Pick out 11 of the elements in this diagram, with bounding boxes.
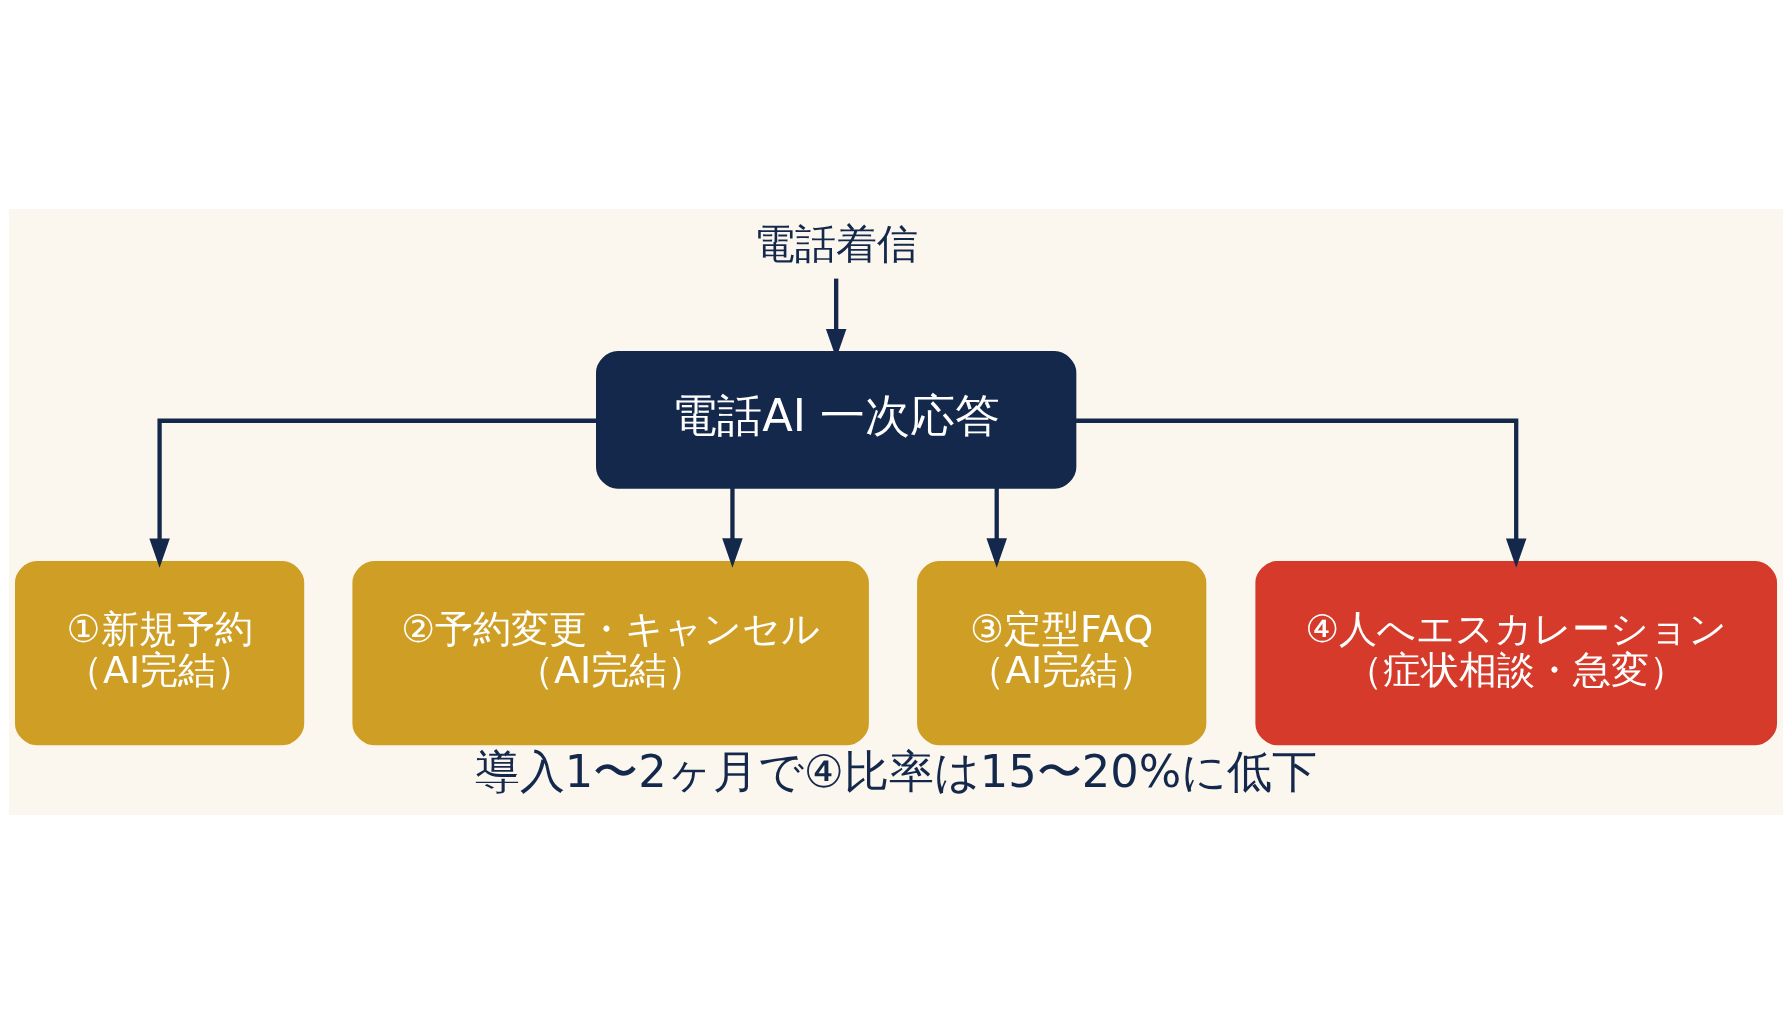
node-box: ③定型FAQ （AI完結） bbox=[917, 561, 1207, 746]
arrow bbox=[722, 488, 743, 568]
arrow bbox=[1075, 418, 1527, 568]
arrow bbox=[149, 418, 597, 568]
node-box: ①新規予約 （AI完結） bbox=[15, 561, 305, 746]
arrow bbox=[986, 488, 1007, 568]
node-box: ②予約変更・キャンセル （AI完結） bbox=[352, 561, 869, 746]
caption: 導入1〜2ヶ月で④比率は15〜20%に低下 bbox=[474, 745, 1318, 799]
node-text: 電話着信 bbox=[754, 219, 919, 268]
node-box: ④人へエスカレーション （症状相談・急変） bbox=[1255, 561, 1777, 746]
node-box: 電話AI 一次応答 bbox=[596, 351, 1077, 489]
